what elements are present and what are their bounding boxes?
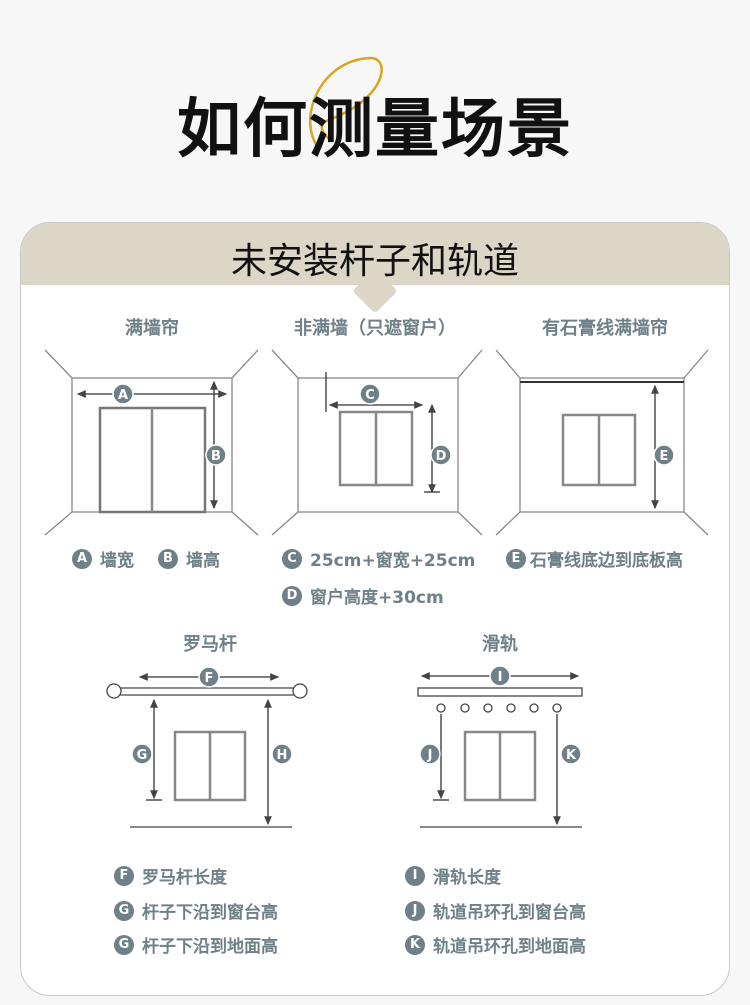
section-title: 未安装杆子和轨道	[230, 241, 519, 282]
legend-text: 25cm+窗宽+25cm	[310, 551, 476, 571]
diagram-full-wall	[44, 349, 259, 536]
page-title: 如何测量场景	[177, 93, 573, 167]
diagram-roman-rod	[106, 673, 308, 828]
marker-c: C	[365, 388, 375, 403]
legend-b: B 墙高	[158, 546, 220, 571]
diagram-cornice	[495, 349, 709, 536]
legend-text: 窗户高度+30cm	[310, 588, 444, 608]
scene-title-full-wall: 满墙帘	[125, 318, 179, 339]
badge: B	[158, 548, 178, 569]
marker-j: J	[427, 748, 433, 763]
badge: J	[405, 900, 425, 921]
marker-f: F	[205, 671, 214, 686]
marker-h: H	[277, 748, 288, 763]
roman-rod-title: 罗马杆	[183, 634, 237, 655]
legend-i: I 滑轨长度	[405, 863, 501, 888]
rod-finial-left	[106, 683, 122, 699]
legend-k: K 轨道吊环孔到地面高	[405, 932, 586, 957]
marker-a: A	[118, 388, 128, 403]
badge: G	[114, 934, 134, 955]
track-title: 滑轨	[482, 634, 518, 655]
marker-k: K	[566, 748, 577, 763]
diagram-track	[417, 672, 583, 828]
diagram-window-only	[271, 349, 483, 536]
legend-text: 轨道吊环孔到窗台高	[433, 903, 586, 923]
legend-text: 墙宽	[100, 551, 134, 571]
legend-text: 杆子下沿到地面高	[142, 937, 278, 957]
badge: E	[506, 548, 526, 569]
gold-swirl-decoration	[309, 56, 383, 151]
legend-text: 石膏线底边到底板高	[530, 551, 683, 571]
legend-c: C 25cm+窗宽+25cm	[282, 546, 475, 571]
badge: D	[282, 585, 302, 606]
badge: C	[282, 548, 302, 569]
measurement-card: 未安装杆子和轨道	[20, 222, 730, 996]
legend-d: D 窗户高度+30cm	[282, 583, 444, 608]
rod-finial-right	[292, 683, 308, 699]
legend-h: G 杆子下沿到地面高	[114, 932, 278, 957]
legend-a: A 墙宽	[72, 546, 134, 571]
marker-b: B	[211, 449, 221, 464]
marker-e: E	[660, 449, 669, 464]
marker-d: D	[436, 449, 447, 464]
legend-text: 滑轨长度	[433, 868, 501, 888]
badge: F	[114, 865, 134, 886]
scene-title-cornice: 有石膏线满墙帘	[542, 318, 668, 339]
badge: G	[114, 900, 134, 921]
badge: K	[405, 934, 425, 955]
legend-g: G 杆子下沿到窗台高	[114, 898, 278, 923]
badge: A	[72, 548, 92, 569]
legend-text: 轨道吊环孔到地面高	[433, 937, 586, 957]
legend-f: F 罗马杆长度	[114, 863, 227, 888]
legend-text: 罗马杆长度	[142, 868, 227, 888]
scene-title-window-only: 非满墙（只遮窗户）	[294, 318, 456, 339]
marker-g: G	[137, 748, 148, 763]
legend-text: 杆子下沿到窗台高	[142, 903, 278, 923]
badge: I	[405, 865, 425, 886]
marker-i: I	[498, 670, 503, 685]
legend-text: 墙高	[186, 551, 220, 571]
legend-j: J 轨道吊环孔到窗台高	[405, 898, 586, 923]
